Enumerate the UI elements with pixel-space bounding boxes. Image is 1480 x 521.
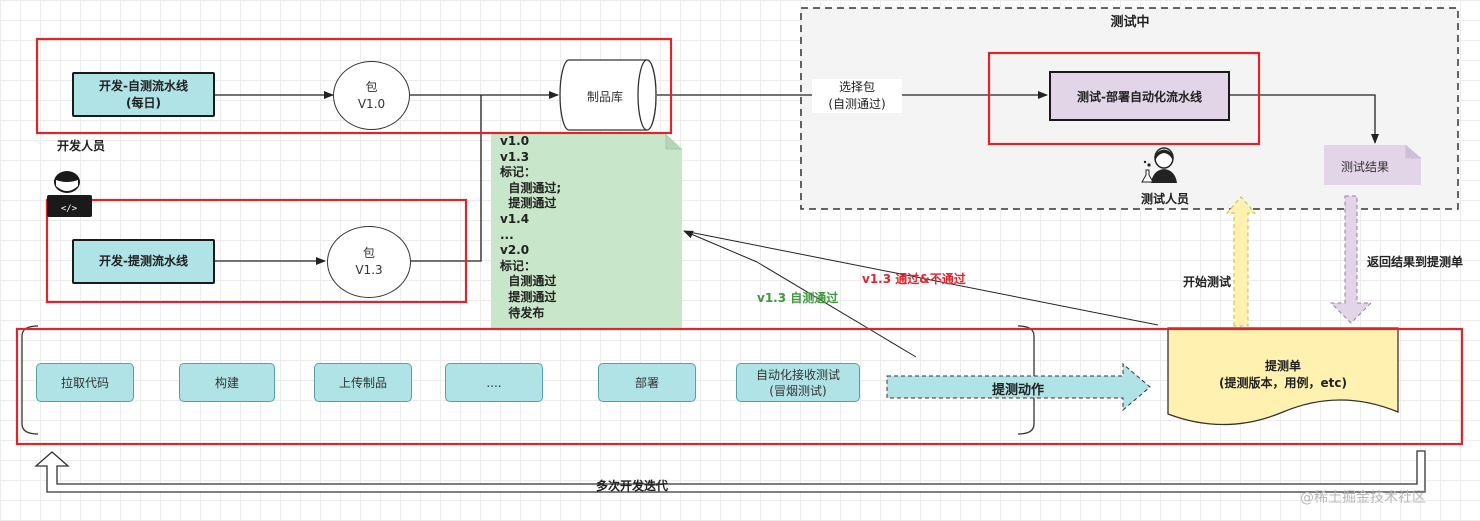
version-note: v1.0 v1.3 标记： 自测通过; 提测通过 v1.4 ... v2.0 标… [500,134,670,329]
version-note-line: 标记： [500,258,537,273]
highlight-dev-submit [45,198,468,304]
version-note-line: 标记： [500,165,537,180]
repository-shape [559,59,657,131]
highlight-submit-flow [15,327,1464,446]
dev-self-test-pipeline[interactable]: 开发-自测流水线 (每日) [72,72,215,117]
package-v1-3[interactable]: 包 V1.3 [327,226,411,298]
step-deploy[interactable]: 部署 [598,363,696,402]
return-result-label: 返回结果到提测单 [1367,255,1464,269]
return-result-arrow [1329,195,1373,324]
version-note-line: 待发布 [500,305,545,320]
repository-label[interactable]: 制品库 [586,90,623,104]
step-pull-code[interactable]: 拉取代码 [36,363,134,402]
package-v1-0[interactable]: 包 V1.0 [333,61,410,130]
submit-action-arrow [886,362,1151,412]
version-note-shape [491,134,682,329]
test-deploy-pipeline[interactable]: 测试-部署自动化流水线 [1049,71,1230,121]
developer-icon: </> [47,171,92,217]
step-upload-artifact[interactable]: 上传制品 [314,363,412,402]
testing-zone-title: 测试中 [1110,15,1150,30]
tester-icon [1141,147,1177,183]
step-more[interactable]: .... [445,363,543,402]
version-note-line: v1.0 [500,134,530,148]
version-note-line: 提测通过 [500,289,557,304]
version-note-line: 提测通过 [500,196,557,211]
step-build[interactable]: 构建 [179,363,275,402]
tester-label: 测试人员 [1140,192,1189,206]
iterations-label: 多次开发迭代 [596,479,669,493]
version-note-line: v1.4 [500,211,530,226]
developer-label: 开发人员 [57,139,106,153]
svg-text:</>: </> [61,204,78,214]
submit-action-label: 提测动作 [991,383,1044,398]
test-result-shape [1324,145,1421,185]
dev-submit-pipeline[interactable]: 开发-提测流水线 [72,239,215,284]
highlight-test-pipeline [987,51,1261,146]
ticket-shape [1167,327,1399,426]
version-note-line: ... [500,227,514,242]
start-test-arrow [1225,196,1257,327]
version-note-line: 自测通过 [500,274,557,289]
select-package-label: 选择包 (自测通过) [812,79,902,113]
version-note-line: v2.0 [500,243,530,258]
test-ticket-label[interactable]: 提测单 (提测版本，用例，etc) [1219,359,1347,390]
watermark: @稀土掘金技术社区 [1300,490,1426,506]
pass-fail-label: v1.3 通过&不通过 [862,272,966,286]
version-note-line: 自测通过; [500,180,562,195]
start-test-label: 开始测试 [1183,275,1232,289]
self-test-pass-label: v1.3 自测通过 [757,291,839,305]
iteration-loop-arrow [34,450,1426,493]
highlight-dev-daily [35,37,673,135]
step-smoke-test[interactable]: 自动化接收测试 (冒烟测试) [736,363,860,402]
test-result-label[interactable]: 测试结果 [1340,160,1389,174]
version-note-line: v1.3 [500,149,530,164]
